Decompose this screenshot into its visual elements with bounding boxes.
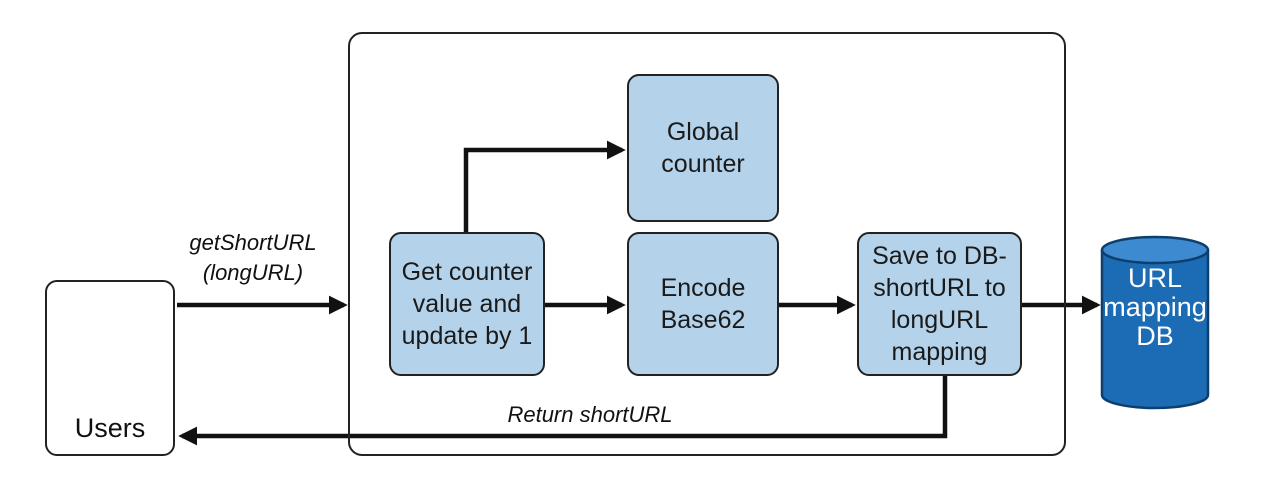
database-label: URL mapping DB	[1103, 263, 1207, 351]
encode-base62-box: Encode Base62	[627, 232, 779, 376]
global-counter-box: Global counter	[627, 74, 779, 222]
arrow-to-global-counter	[463, 140, 626, 232]
users-node: Users	[45, 280, 175, 456]
users-label: Users	[74, 413, 146, 443]
response-label: Return shortURL	[507, 402, 673, 427]
request-label: getShortURL (longURL)	[189, 230, 317, 285]
database-cylinder	[1100, 235, 1210, 410]
save-to-db-box: Save to DB- shortURL to longURL mapping	[857, 232, 1022, 376]
get-counter-box: Get counter value and update by 1	[389, 232, 545, 376]
arrow-return	[178, 376, 948, 446]
service-container	[348, 32, 1066, 456]
